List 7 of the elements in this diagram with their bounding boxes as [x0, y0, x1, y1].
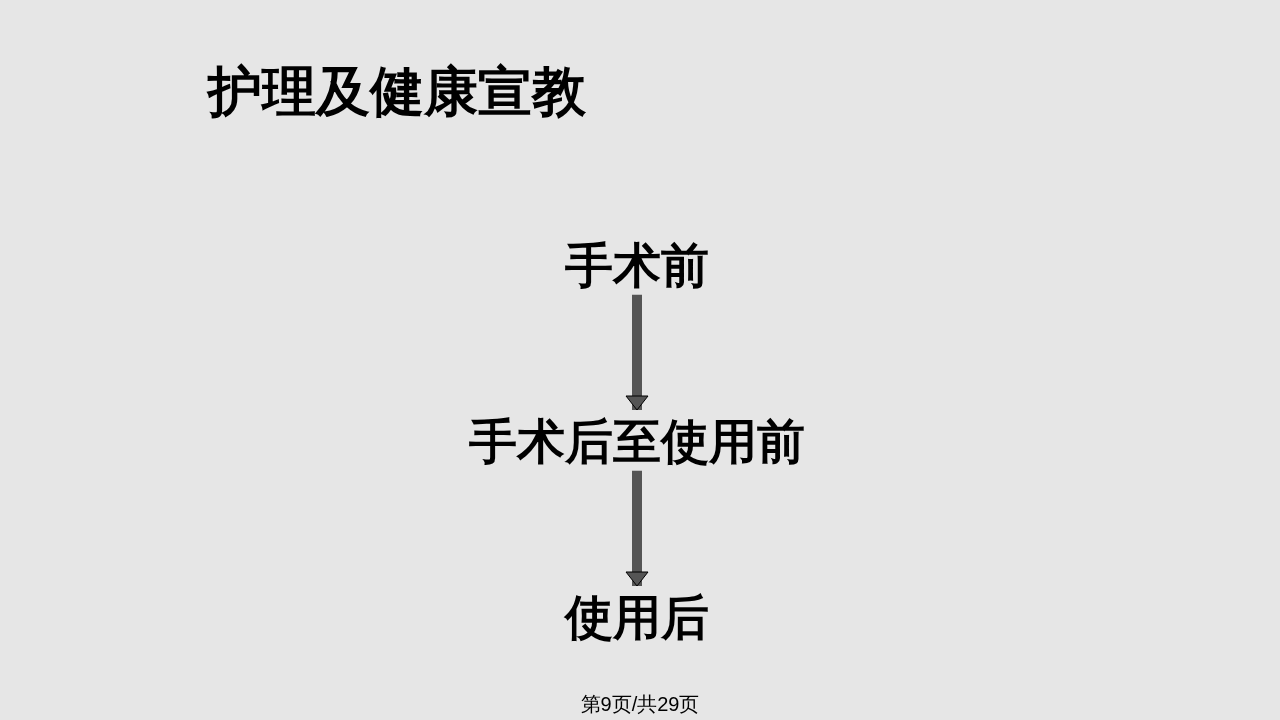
arrow — [625, 470, 649, 587]
arrow — [625, 294, 649, 411]
page-number: 第9页/共29页 — [580, 692, 700, 716]
stage-text: 手术后至使用前 — [469, 416, 805, 469]
stage-text: 使用后 — [565, 592, 709, 645]
slide-title: 护理及健康宣教 — [208, 62, 586, 122]
stage-text: 手术前 — [565, 240, 709, 293]
